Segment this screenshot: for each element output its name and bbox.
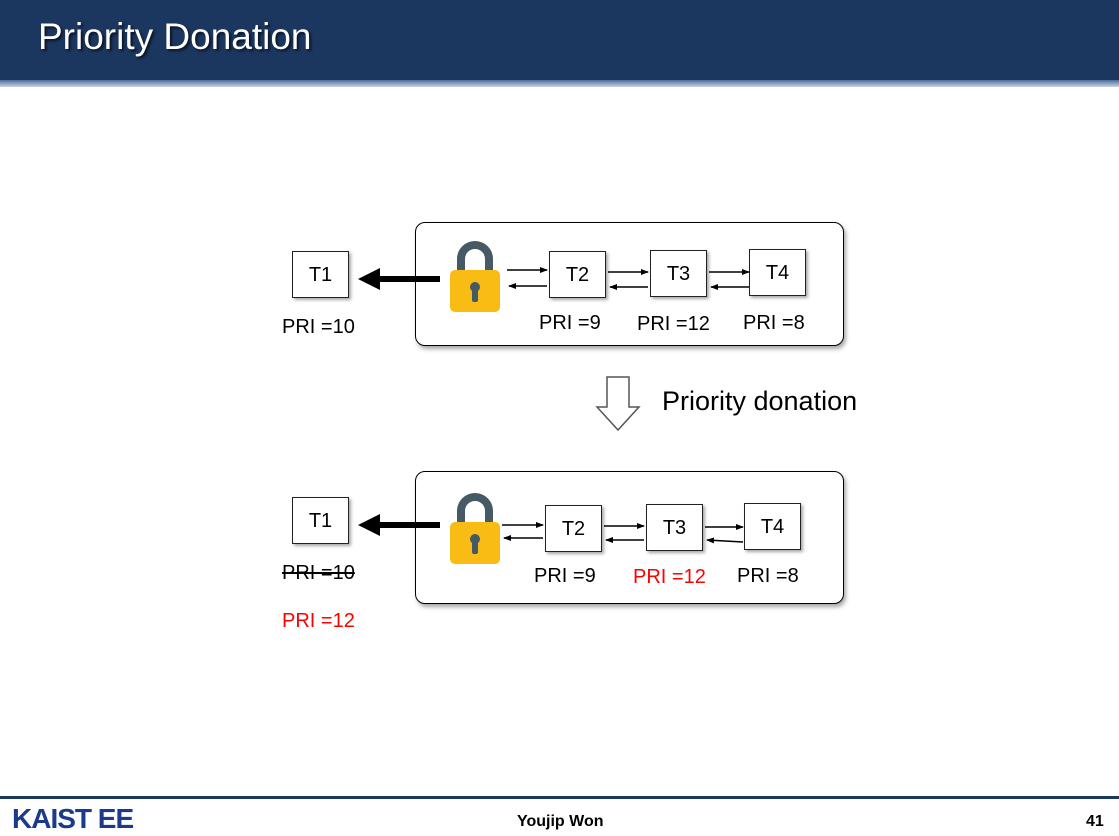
thread-t3-before: T3 — [650, 250, 707, 297]
thread-t1-before: T1 — [292, 251, 349, 298]
author-name: Youjip Won — [517, 813, 604, 830]
t1-old-priority-after: PRI =10 — [282, 562, 355, 584]
t1-priority-before: PRI =10 — [282, 316, 355, 338]
lock-icon — [450, 493, 500, 564]
thread-t2-before: T2 — [549, 251, 606, 298]
t3-priority-after: PRI =12 — [633, 566, 706, 588]
transition-label: Priority donation — [662, 386, 858, 416]
header-rule — [0, 80, 1119, 87]
down-arrow-icon — [595, 376, 641, 432]
t1-donated-priority-after: PRI =12 — [282, 610, 355, 632]
thread-t3-after: T3 — [646, 504, 703, 551]
queue-links-before — [507, 267, 750, 290]
thread-t4-after: T4 — [744, 503, 801, 550]
slide-header — [0, 0, 1119, 80]
queue-links-after — [502, 522, 744, 544]
t4-priority-after: PRI =8 — [737, 565, 799, 587]
footer-rule — [0, 796, 1119, 799]
thread-t1-after: T1 — [292, 497, 349, 544]
thread-t2-after: T2 — [545, 505, 602, 552]
t3-priority-before: PRI =12 — [637, 313, 710, 335]
t2-priority-after: PRI =9 — [534, 565, 596, 587]
lock-icon — [450, 241, 500, 312]
page-number: 41 — [1086, 813, 1104, 830]
held-by-arrow-after — [358, 514, 440, 536]
thread-t4-before: T4 — [749, 249, 806, 296]
t4-priority-before: PRI =8 — [743, 312, 805, 334]
held-by-arrow-before — [358, 268, 440, 290]
t2-priority-before: PRI =9 — [539, 312, 601, 334]
kaist-ee-logo: KAIST EE — [12, 803, 134, 834]
slide-title: Priority Donation — [38, 16, 312, 57]
